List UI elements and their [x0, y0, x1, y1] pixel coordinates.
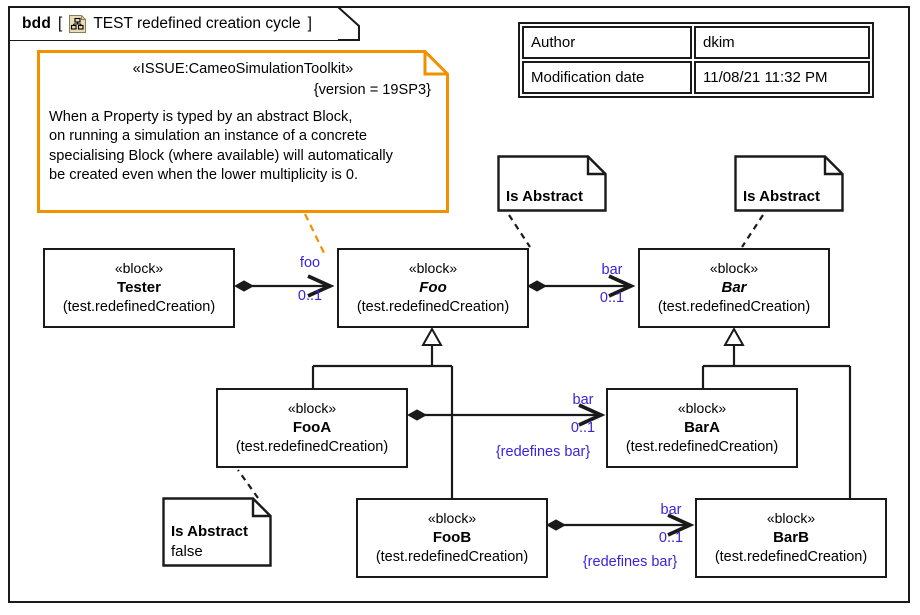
issue-note-stereotype: «ISSUE:CameoSimulationToolkit» [132, 61, 354, 77]
table-row: Author dkim [522, 26, 870, 59]
block-package: (test.redefinedCreation) [714, 548, 868, 565]
label-assoc-foob-barb-role: bar [660, 502, 682, 518]
block-bara[interactable]: «block» BarA (test.redefinedCreation) [606, 388, 798, 468]
block-package: (test.redefinedCreation) [235, 438, 389, 455]
block-name: FooA [292, 418, 332, 436]
issue-note: «ISSUE:CameoSimulationToolkit» {version … [37, 50, 449, 213]
bdd-tree-icon [69, 15, 87, 33]
table-cell-moddate-value: 11/08/21 11:32 PM [694, 61, 870, 94]
issue-note-text: «ISSUE:CameoSimulationToolkit» {version … [37, 50, 449, 213]
block-foo[interactable]: «block» Foo (test.redefinedCreation) [337, 248, 529, 328]
note-title: Is Abstract [743, 187, 820, 205]
label-assoc-foo-bar-role: bar [601, 262, 623, 278]
block-stereotype: «block» [427, 510, 477, 527]
note-is-abstract-fooa: Is Abstract false [162, 497, 272, 567]
issue-note-line-3: specialising Block (where available) wil… [49, 147, 393, 164]
issue-note-line-4: be created even when the lower multiplic… [49, 167, 359, 184]
block-fooa[interactable]: «block» FooA (test.redefinedCreation) [216, 388, 408, 468]
block-tester[interactable]: «block» Tester (test.redefinedCreation) [43, 248, 235, 328]
table-row: Modification date 11/08/21 11:32 PM [522, 61, 870, 94]
block-name: BarA [684, 418, 720, 436]
label-assoc-foob-barb-constraint: {redefines bar} [582, 554, 678, 570]
block-stereotype: «block» [677, 400, 727, 417]
block-name: Bar [721, 278, 747, 296]
block-package: (test.redefinedCreation) [625, 438, 779, 455]
bracket-close: ] [307, 15, 312, 32]
note-text: Is Abstract [497, 155, 607, 212]
table-cell-author-value: dkim [694, 26, 870, 59]
issue-note-shape [37, 50, 449, 213]
block-bar[interactable]: «block» Bar (test.redefinedCreation) [638, 248, 830, 328]
block-stereotype: «block» [287, 400, 337, 417]
label-assoc-fooa-bara-mult: 0..1 [570, 420, 596, 436]
block-name: FooB [432, 528, 472, 546]
block-foob[interactable]: «block» FooB (test.redefinedCreation) [356, 498, 548, 578]
issue-note-version: {version = 19SP3} [313, 82, 431, 99]
note-text: Is Abstract false [162, 497, 272, 567]
label-assoc-tester-foo-role: foo [299, 255, 321, 271]
bracket-open: [ [58, 15, 63, 32]
note-shape [734, 155, 844, 212]
label-assoc-tester-foo-mult: 0..1 [297, 288, 323, 304]
note-text: Is Abstract [734, 155, 844, 212]
table-cell-moddate-key: Modification date [522, 61, 692, 94]
note-title: Is Abstract [171, 523, 248, 540]
table-cell-author-key: Author [522, 26, 692, 59]
block-package: (test.redefinedCreation) [375, 548, 529, 565]
label-assoc-fooa-bara-constraint: {redefines bar} [495, 444, 591, 460]
issue-note-body: When a Property is typed by an abstract … [49, 108, 437, 186]
block-stereotype: «block» [709, 260, 759, 277]
diagram-name-label: TEST redefined creation cycle [93, 15, 301, 32]
block-stereotype: «block» [766, 510, 816, 527]
note-value: false [171, 542, 203, 560]
block-barb[interactable]: «block» BarB (test.redefinedCreation) [695, 498, 887, 578]
label-assoc-fooa-bara-role: bar [572, 392, 594, 408]
block-package: (test.redefinedCreation) [62, 298, 216, 315]
diagram-header: bdd [ TEST redefined creation cycle ] [8, 6, 338, 40]
note-shape [497, 155, 607, 212]
block-stereotype: «block» [408, 260, 458, 277]
label-assoc-foob-barb-mult: 0..1 [658, 530, 684, 546]
block-package: (test.redefinedCreation) [356, 298, 510, 315]
note-title: Is Abstract [506, 187, 583, 205]
diagram-info-table: Author dkim Modification date 11/08/21 1… [518, 22, 874, 98]
block-stereotype: «block» [114, 260, 164, 277]
label-assoc-foo-bar-mult: 0..1 [599, 290, 625, 306]
block-name: Foo [419, 278, 447, 296]
issue-note-line-2: on running a simulation an instance of a… [49, 128, 368, 145]
block-name: Tester [117, 278, 161, 296]
note-is-abstract-foo: Is Abstract [497, 155, 607, 212]
diagram-kind-label: bdd [22, 15, 52, 32]
block-package: (test.redefinedCreation) [657, 298, 811, 315]
issue-note-line-1: When a Property is typed by an abstract … [49, 108, 353, 125]
block-name: BarB [773, 528, 809, 546]
note-is-abstract-bar: Is Abstract [734, 155, 844, 212]
